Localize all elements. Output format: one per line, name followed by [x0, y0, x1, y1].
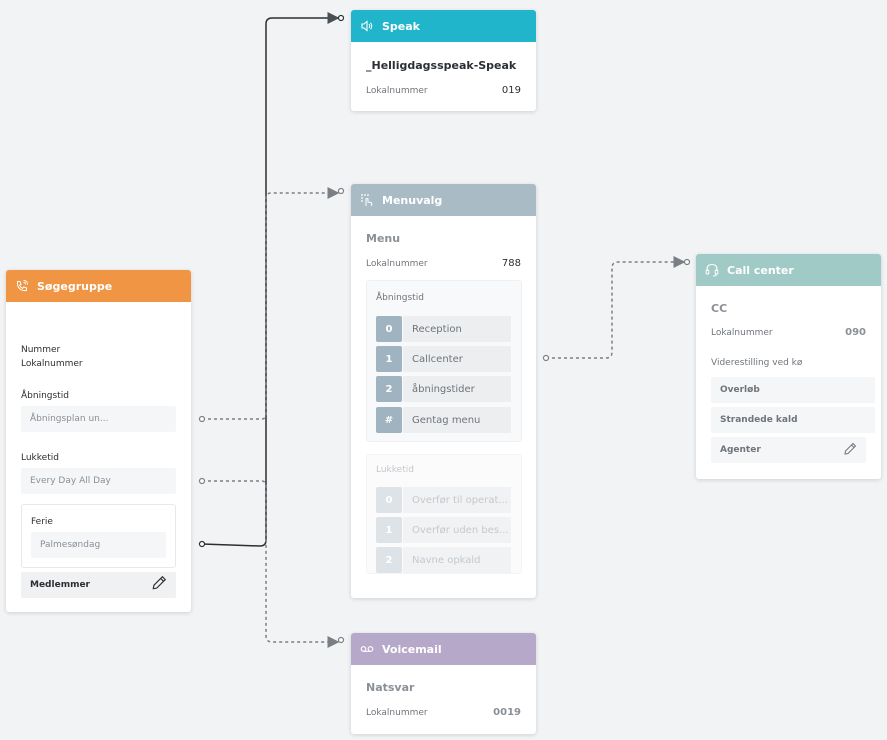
- menu-closed-option-1[interactable]: 1 Overfør uden bes...: [376, 517, 511, 543]
- menu-open-label: Åbningstid: [376, 293, 424, 303]
- connector-members-speak: [201, 12, 340, 547]
- voicemail-card-header: Voicemail: [351, 633, 536, 665]
- menu-name: Menu: [366, 232, 401, 245]
- menu-option-0[interactable]: 0 Reception: [376, 316, 511, 342]
- soegegruppe-card[interactable]: Søgegruppe Nummer Lokalnummer Åbningstid…: [6, 270, 191, 612]
- holiday-label: Ferie: [31, 517, 53, 527]
- agents-label: Agenter: [720, 445, 761, 455]
- headset-icon: [705, 263, 719, 277]
- menu-option-label: Reception: [403, 316, 511, 342]
- speaker-icon: [360, 19, 374, 33]
- speak-card-header: Speak: [351, 10, 536, 42]
- open-schedule-field[interactable]: Åbningsplan un...: [21, 406, 176, 432]
- menu-option-key: 1: [376, 346, 402, 372]
- menu-lokal-label: Lokalnummer: [366, 258, 428, 269]
- menu-option-key: 0: [376, 316, 402, 342]
- lokalnummer-label: Lokalnummer: [21, 359, 83, 369]
- menu-card-title: Menuvalg: [382, 193, 443, 207]
- menu-option-key: #: [376, 407, 402, 433]
- phone-ringing-icon: [15, 279, 29, 293]
- callcenter-queue-label: Viderestilling ved kø: [711, 358, 803, 368]
- menu-closed-panel: Lukketid 0 Overfør til operat... 1 Overf…: [366, 454, 522, 574]
- open-label: Åbningstid: [21, 391, 69, 401]
- callcenter-lokal-label: Lokalnummer: [711, 327, 773, 338]
- voicemail-card-title: Voicemail: [382, 642, 442, 656]
- menu-option-key: 2: [376, 376, 402, 402]
- menu-option-label: åbningstider: [403, 376, 511, 402]
- voicemail-lokal-value: 0019: [493, 707, 521, 718]
- menu-option-label: Navne opkald: [403, 547, 511, 573]
- callcenter-card-title: Call center: [727, 263, 794, 277]
- menu-option-label: Gentag menu: [403, 407, 511, 433]
- menu-closed-label: Lukketid: [376, 465, 414, 475]
- menu-open-panel: Åbningstid 0 Reception 1 Callcenter 2 åb…: [366, 280, 522, 442]
- callcenter-card[interactable]: Call center CC Lokalnummer 090 Videresti…: [696, 254, 881, 479]
- callcenter-card-header: Call center: [696, 254, 881, 286]
- speak-name: _Helligdagsspeak-Speak: [366, 59, 517, 72]
- menu-option-key: 2: [376, 547, 402, 573]
- menu-option-key: 0: [376, 487, 402, 513]
- menu-option-1[interactable]: 1 Callcenter: [376, 346, 511, 372]
- nummer-label: Nummer: [21, 345, 61, 355]
- voicemail-card[interactable]: Voicemail Natsvar Lokalnummer 0019: [351, 633, 536, 734]
- pencil-icon[interactable]: [151, 575, 167, 595]
- speak-lokal-label: Lokalnummer: [366, 85, 428, 96]
- menu-option-label: Overfør uden bes...: [403, 517, 511, 543]
- overflow-button[interactable]: Overløb: [711, 377, 875, 403]
- voicemail-icon: [360, 642, 374, 656]
- closed-schedule-field[interactable]: Every Day All Day: [21, 468, 176, 494]
- menu-card-header: Menuvalg: [351, 184, 536, 216]
- menu-option-label: Callcenter: [403, 346, 511, 372]
- speak-card-title: Speak: [382, 19, 420, 33]
- speak-card[interactable]: Speak _Helligdagsspeak-Speak Lokalnummer…: [351, 10, 536, 111]
- menu-closed-option-2[interactable]: 2 Navne opkald: [376, 547, 511, 573]
- menu-card[interactable]: Menuvalg Menu Lokalnummer 788 Åbningstid…: [351, 184, 536, 598]
- menu-option-key: 1: [376, 517, 402, 543]
- menu-closed-option-0[interactable]: 0 Overfør til operat...: [376, 487, 511, 513]
- callcenter-lokal-value: 090: [845, 327, 866, 338]
- menu-lokal-value: 788: [501, 258, 521, 269]
- speak-lokal-value: 019: [501, 85, 521, 96]
- connector-open-menu: [202, 187, 340, 420]
- menu-option-2[interactable]: 2 åbningstider: [376, 376, 511, 402]
- closed-label: Lukketid: [21, 453, 59, 463]
- stranded-calls-button[interactable]: Strandede kald: [711, 407, 875, 433]
- members-row[interactable]: Medlemmer: [21, 572, 176, 598]
- voicemail-lokal-label: Lokalnummer: [366, 707, 428, 718]
- soegegruppe-card-title: Søgegruppe: [37, 279, 113, 293]
- voicemail-name: Natsvar: [366, 681, 415, 694]
- pencil-icon[interactable]: [843, 442, 857, 459]
- holiday-panel: Ferie Palmesøndag: [21, 504, 176, 568]
- members-label: Medlemmer: [30, 580, 90, 590]
- soegegruppe-card-header: Søgegruppe: [6, 270, 191, 302]
- menu-option-hash[interactable]: # Gentag menu: [376, 407, 511, 433]
- agents-button[interactable]: Agenter: [711, 437, 866, 463]
- connector-option-callcenter: [546, 256, 686, 359]
- menu-option-label: Overfør til operat...: [403, 487, 511, 513]
- holiday-field[interactable]: Palmesøndag: [31, 532, 166, 558]
- touch-dialpad-icon: [360, 193, 374, 207]
- callcenter-name: CC: [711, 302, 728, 315]
- connector-closed-voicemail: [202, 480, 340, 648]
